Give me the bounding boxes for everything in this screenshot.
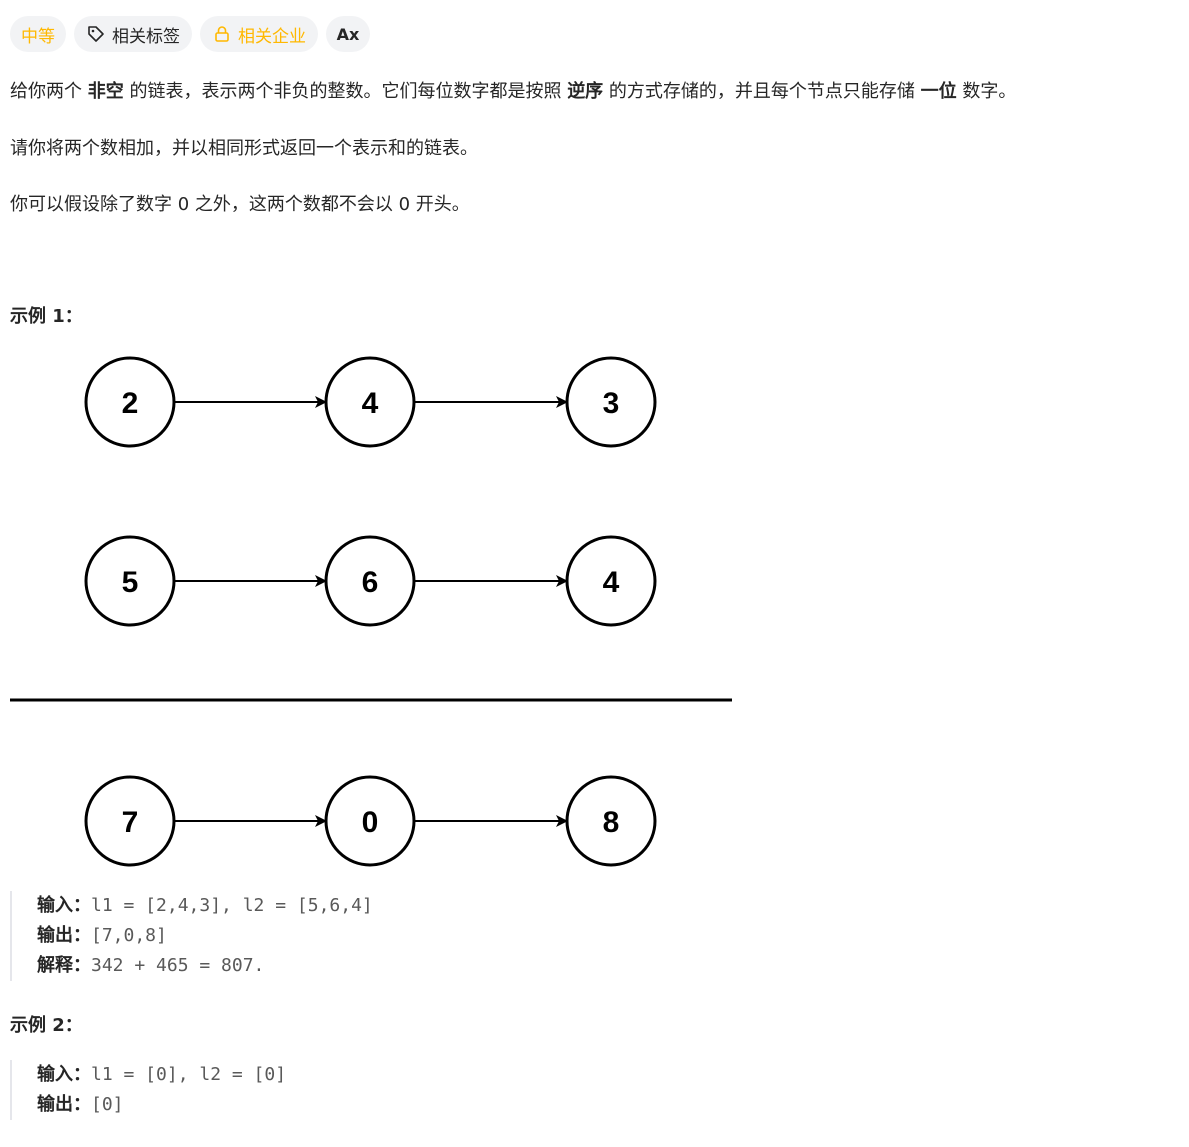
related-tags-button[interactable]: 相关标签	[74, 16, 192, 52]
example-1-title: 示例 1：	[10, 306, 83, 327]
bold-text: 非空	[87, 81, 124, 102]
text-segment: 数字。	[956, 81, 1017, 102]
node-circle	[565, 535, 657, 627]
example-2-title: 示例 2：	[10, 1015, 83, 1036]
node-circle	[84, 356, 176, 448]
list-node: 5	[84, 535, 176, 627]
node-value: 6	[362, 566, 379, 599]
node-circle	[324, 356, 416, 448]
description-paragraph-1: 给你两个 非空 的链表，表示两个非负的整数。它们每位数字都是按照 逆序 的方式存…	[10, 79, 1016, 105]
node-value: 4	[362, 387, 379, 420]
node-value: 7	[122, 806, 139, 839]
input-label: 输入：	[37, 1064, 91, 1085]
list-node: 7	[84, 775, 176, 867]
related-companies-label: 相关企业	[238, 26, 306, 47]
node-value: 0	[362, 806, 379, 839]
lock-icon	[212, 24, 232, 44]
list-node: 8	[565, 775, 657, 867]
output-label: 输出：	[37, 1094, 91, 1115]
node-value: 8	[603, 806, 620, 839]
node-value: 5	[122, 566, 139, 599]
bold-text: 一位	[920, 81, 957, 102]
description-paragraph-3: 你可以假设除了数字 0 之外，这两个数都不会以 0 开头。	[10, 194, 470, 215]
description-paragraph-2: 请你将两个数相加，并以相同形式返回一个表示和的链表。	[10, 138, 478, 159]
node-value: 4	[603, 566, 620, 599]
node-circle	[84, 775, 176, 867]
node-circle	[324, 775, 416, 867]
tag-bar: 中等 相关标签 相关企业 Aх	[10, 16, 370, 52]
output-value: [0]	[91, 1094, 124, 1115]
bold-text: 逆序	[567, 81, 604, 102]
related-tags-label: 相关标签	[112, 26, 180, 47]
linked-list-diagram: 2 4 3 5 6 4 7 0 8	[10, 356, 732, 867]
input-value: l1 = [2,4,3], l2 = [5,6,4]	[91, 895, 373, 916]
linked-list-row-1: 2 4 3	[84, 356, 657, 448]
related-companies-button[interactable]: 相关企业	[200, 16, 318, 52]
input-label: 输入：	[37, 895, 91, 916]
node-circle	[84, 535, 176, 627]
linked-list-row-2: 5 6 4	[84, 535, 657, 627]
text-segment: 的链表，表示两个非负的整数。它们每位数字都是按照	[123, 81, 568, 102]
list-node: 4	[324, 356, 416, 448]
example-2-block: 输入：l1 = [0], l2 = [0] 输出：[0]	[10, 1060, 286, 1120]
node-circle	[324, 535, 416, 627]
node-value: 2	[122, 387, 139, 420]
explanation-label: 解释：	[37, 955, 91, 976]
tag-icon	[86, 24, 106, 44]
list-node: 2	[84, 356, 176, 448]
explanation-value: 342 + 465 = 807.	[91, 955, 265, 976]
output-label: 输出：	[37, 925, 91, 946]
node-value: 3	[603, 387, 620, 420]
list-node: 0	[324, 775, 416, 867]
example-1-block: 输入：l1 = [2,4,3], l2 = [5,6,4] 输出：[7,0,8]…	[10, 891, 373, 981]
list-node: 4	[565, 535, 657, 627]
text-segment: 的方式存储的，并且每个节点只能存储	[603, 81, 921, 102]
node-circle	[565, 775, 657, 867]
difficulty-badge: 中等	[10, 16, 66, 52]
input-value: l1 = [0], l2 = [0]	[91, 1064, 287, 1085]
list-node: 3	[565, 356, 657, 448]
node-circle	[565, 356, 657, 448]
output-value: [7,0,8]	[91, 925, 167, 946]
linked-list-row-3: 7 0 8	[84, 775, 657, 867]
translate-button[interactable]: Aх	[326, 16, 370, 52]
list-node: 6	[324, 535, 416, 627]
text-segment: 给你两个	[10, 81, 88, 102]
